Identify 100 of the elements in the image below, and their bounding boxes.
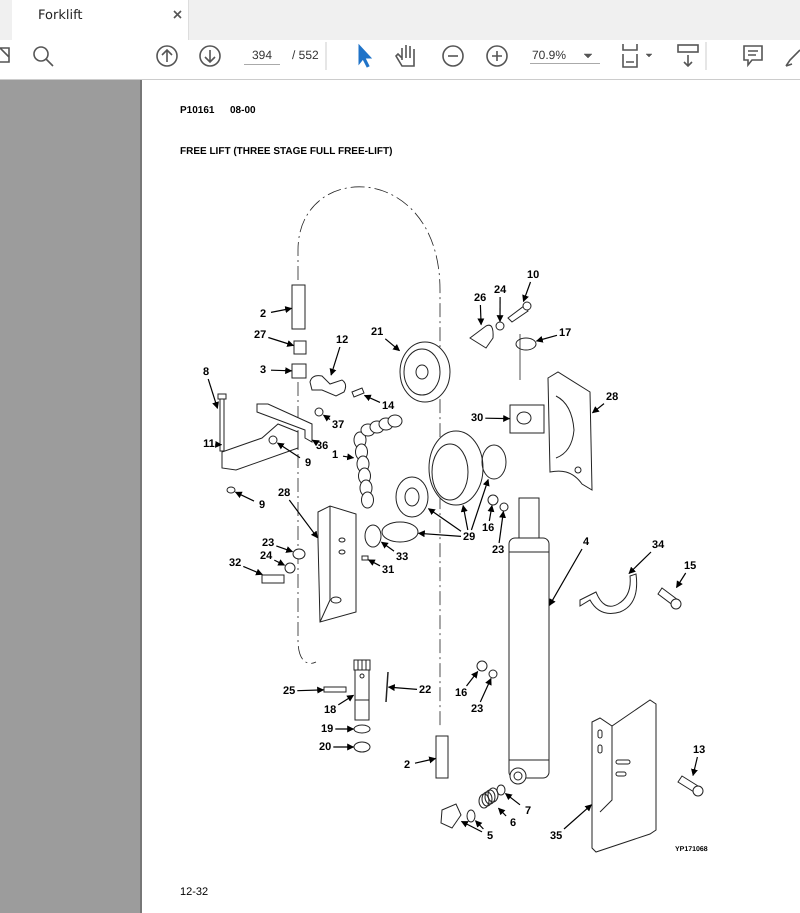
callout-number: 12 bbox=[335, 334, 350, 346]
leader-line bbox=[460, 504, 468, 530]
leader-line bbox=[470, 478, 490, 530]
bearing-drawing bbox=[396, 476, 428, 518]
page-count: / 552 bbox=[292, 48, 319, 62]
leader-line bbox=[414, 756, 436, 764]
leader-line bbox=[504, 793, 520, 806]
callout-number: 10 bbox=[526, 269, 540, 281]
ring-drawing bbox=[364, 524, 382, 548]
leader-line bbox=[364, 394, 380, 403]
hose-fitting-drawing bbox=[436, 736, 448, 778]
callout-number: 21 bbox=[370, 326, 384, 338]
snap-ring-drawing bbox=[482, 444, 506, 480]
leader-line bbox=[297, 686, 324, 694]
callout-number: 7 bbox=[521, 805, 535, 817]
callout-number: 26 bbox=[473, 292, 488, 304]
bolt-drawing bbox=[657, 587, 682, 610]
bracket-drawing bbox=[222, 423, 298, 471]
callout-number: 30 bbox=[470, 412, 484, 424]
callout-number: 22 bbox=[418, 684, 432, 696]
callout-number: 27 bbox=[253, 329, 268, 341]
callout-number: 25 bbox=[282, 685, 296, 697]
nut-drawing bbox=[226, 486, 236, 494]
washer-drawing bbox=[496, 322, 504, 330]
leader-line bbox=[312, 440, 320, 446]
leader-line bbox=[676, 572, 686, 588]
nut-drawing bbox=[292, 364, 306, 378]
callout-number: 23 bbox=[261, 537, 276, 549]
washer-drawing bbox=[488, 670, 498, 678]
plate-drawing bbox=[256, 404, 312, 443]
washer-drawing bbox=[488, 494, 498, 506]
leader-line bbox=[485, 415, 510, 422]
callout-number: 34 bbox=[651, 539, 666, 551]
leader-line bbox=[338, 694, 354, 706]
leader-line bbox=[268, 336, 294, 347]
page-number-field: 394 bbox=[244, 46, 280, 65]
elbow-fitting-drawing bbox=[440, 803, 462, 829]
bolt-drawing bbox=[507, 302, 532, 323]
leader-line bbox=[276, 545, 294, 553]
tab-title: Forklift bbox=[38, 8, 83, 23]
callout-number: 28 bbox=[277, 487, 292, 499]
callout-number: 17 bbox=[558, 327, 572, 339]
clamp-bracket-drawing bbox=[310, 375, 346, 396]
seal-drawing bbox=[428, 430, 484, 506]
callout-number: 29 bbox=[462, 531, 476, 543]
callout-number: 18 bbox=[323, 704, 338, 716]
leader-line bbox=[342, 453, 354, 460]
callout-number: 5 bbox=[483, 830, 497, 842]
leader-line bbox=[536, 334, 558, 343]
leader-line bbox=[691, 756, 698, 776]
o-ring-drawing bbox=[516, 338, 536, 350]
washer-drawing bbox=[476, 660, 488, 672]
callout-number: 33 bbox=[395, 551, 410, 563]
leader-line bbox=[270, 306, 292, 314]
washer-drawing bbox=[314, 408, 324, 416]
cotter-pin-drawing bbox=[385, 672, 389, 702]
leader-line bbox=[215, 440, 222, 448]
leader-line bbox=[592, 403, 604, 414]
leader-line bbox=[498, 808, 507, 816]
callout-number: 16 bbox=[481, 522, 496, 534]
leader-line bbox=[564, 804, 592, 830]
leader-line bbox=[208, 378, 219, 409]
callout-number: 11 bbox=[202, 438, 216, 450]
leader-line bbox=[333, 744, 354, 750]
callout-number: 16 bbox=[454, 687, 468, 699]
callout-number: 35 bbox=[549, 830, 564, 842]
callout-number: 13 bbox=[692, 744, 706, 756]
callout-number: 28 bbox=[605, 391, 620, 403]
leader-line bbox=[466, 670, 478, 686]
document-number: P10161 bbox=[180, 105, 214, 116]
leader-line bbox=[487, 504, 494, 522]
leader-line bbox=[477, 304, 484, 326]
callout-number: 14 bbox=[381, 400, 396, 412]
leader-line bbox=[498, 510, 506, 544]
leader-line bbox=[270, 367, 292, 374]
callout-number: 20 bbox=[318, 741, 332, 753]
callout-number: 1 bbox=[328, 449, 342, 461]
leader-line bbox=[234, 492, 254, 502]
callout-number: 8 bbox=[199, 366, 213, 378]
callout-number: 19 bbox=[320, 723, 334, 735]
callout-number: 24 bbox=[493, 284, 508, 296]
fitting-drawing bbox=[294, 340, 306, 354]
leader-line bbox=[380, 542, 394, 552]
cylinder-drawing bbox=[508, 498, 550, 784]
zoom-level-dropdown: 70.9% bbox=[530, 47, 600, 64]
bolt-drawing bbox=[218, 394, 226, 452]
callout-number: 4 bbox=[579, 536, 593, 548]
shaft-drawing bbox=[510, 404, 544, 434]
nut-drawing bbox=[354, 742, 370, 752]
callout-number: 23 bbox=[491, 544, 506, 556]
leader-line bbox=[330, 346, 340, 376]
bracket-drawing bbox=[548, 372, 592, 490]
callout-number: 23 bbox=[470, 703, 484, 715]
pin-drawing bbox=[362, 556, 368, 560]
callout-number: 37 bbox=[331, 419, 346, 431]
callout-number: 36 bbox=[315, 440, 330, 452]
pulley-drawing bbox=[400, 342, 450, 402]
washer-drawing bbox=[354, 724, 370, 734]
pin-drawing bbox=[324, 686, 346, 692]
leader-line bbox=[335, 726, 354, 732]
